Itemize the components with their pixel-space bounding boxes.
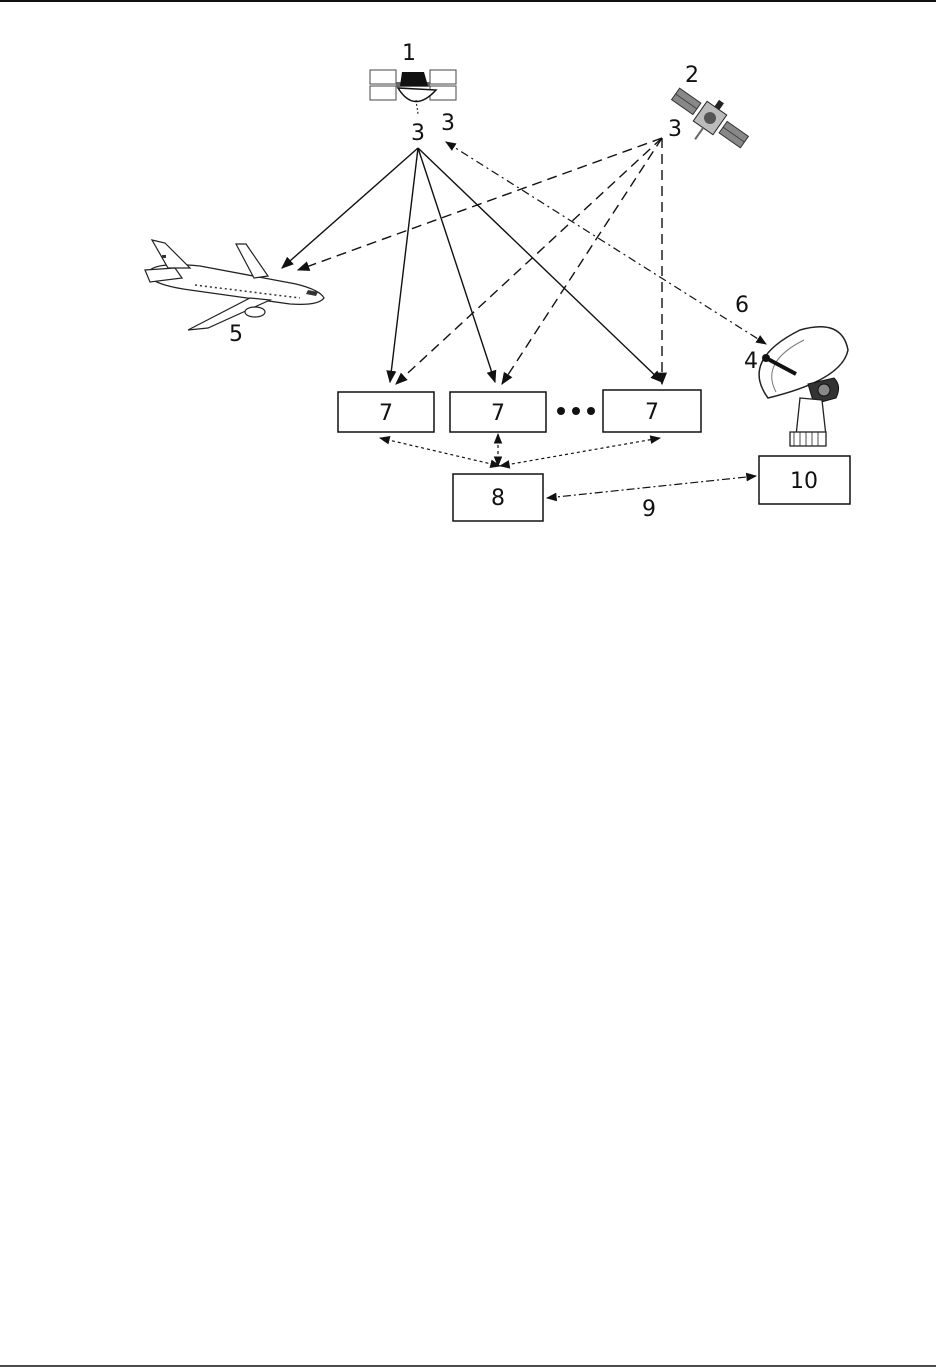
sat2-signal-links [298, 138, 662, 384]
processing-center-box: 8 [453, 474, 543, 521]
label-control-link: 9 [642, 497, 656, 522]
receiver-box-2: 7 [450, 392, 546, 432]
receiver-box-3: 7 [603, 390, 701, 432]
receiver-ellipsis [557, 407, 595, 415]
label-ground-antenna: 4 [744, 349, 758, 374]
control-link-line [547, 476, 756, 498]
label-aircraft: 5 [229, 322, 243, 347]
airplane-icon [145, 240, 324, 330]
receiver-label-3: 7 [645, 400, 659, 425]
receiver-box-1: 7 [338, 392, 434, 432]
sat1-signal-links [282, 148, 662, 382]
label-uplink: 6 [735, 293, 749, 318]
label-satellite-2: 2 [685, 63, 699, 88]
satellite-icon [370, 70, 456, 114]
center-label: 8 [491, 486, 505, 511]
uplink-line [446, 142, 766, 344]
label-antenna-sat1: 3 [411, 121, 425, 146]
control-station-box: 10 [759, 456, 850, 504]
receiver-label-1: 7 [379, 401, 393, 426]
receiver-data-links [380, 434, 660, 466]
dish-antenna-icon [759, 327, 848, 446]
receiver-label-2: 7 [491, 401, 505, 426]
station-label: 10 [790, 469, 818, 494]
label-antenna-sat2: 3 [668, 117, 682, 142]
label-antenna-sat1-uplink: 3 [441, 111, 455, 136]
label-satellite-1: 1 [402, 41, 416, 66]
